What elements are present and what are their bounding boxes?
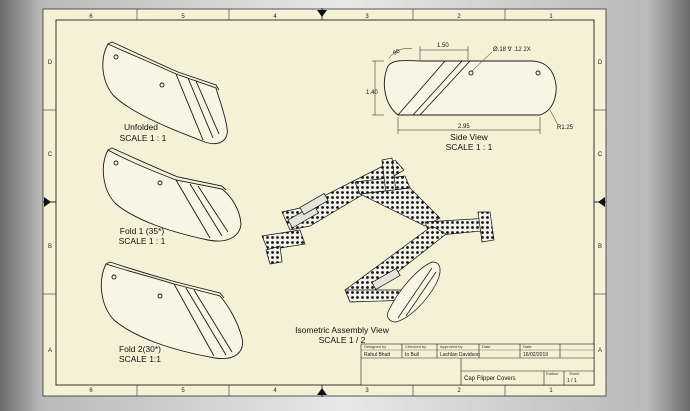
unfolded-title: Unfolded	[124, 122, 158, 132]
zone-labels-left: D C B A	[48, 60, 53, 354]
side-view-scale: SCALE 1 : 1	[446, 142, 493, 152]
tb-sheet-label: Sheet	[569, 371, 580, 376]
dim-radius: R1.25	[557, 125, 574, 131]
zone-col-1-bottom: 1	[549, 388, 553, 394]
zone-row-c: C	[48, 152, 53, 158]
tb-checked-by-label: Checked by	[405, 344, 426, 349]
side-view-part	[383, 60, 557, 116]
zone-row-a: A	[48, 348, 52, 354]
tb-sheet: 1 / 1	[567, 378, 577, 384]
iso-beam-left	[261, 229, 306, 251]
zone-row-b-right: B	[598, 244, 602, 250]
tb-date-label-1: Date	[482, 344, 491, 349]
zone-row-a-right: A	[598, 348, 602, 354]
iso-title: Isometric Assembly View	[295, 325, 390, 335]
zone-col-4: 4	[273, 14, 277, 20]
zone-labels-top: 6 5 4 3 2 1	[89, 14, 553, 20]
tb-drawing-title: Cap Flipper Covers	[464, 376, 516, 382]
zone-col-1: 1	[549, 14, 553, 20]
tb-date-label-2: Date	[523, 344, 532, 349]
centering-marks	[43, 8, 606, 397]
zone-col-2-bottom: 2	[457, 388, 461, 394]
zone-labels-bottom: 6 5 4 3 2 1	[89, 388, 553, 394]
dim-length: 2.95	[458, 124, 470, 130]
zone-col-6-bottom: 6	[89, 388, 93, 394]
iso-post-right	[477, 211, 495, 243]
side-view-dimensions	[372, 46, 559, 134]
unfolded-scale: SCALE 1 : 1	[120, 133, 167, 143]
zone-labels-right: D C B A	[598, 60, 603, 354]
tb-approved-by-label: Approved by	[440, 344, 462, 349]
iso-beam-diagonal	[358, 187, 441, 227]
fold1-part	[102, 147, 242, 242]
dim-hole: Ø.18 ∇ .12 2X	[493, 46, 531, 53]
tb-checked-by: Io Bull	[405, 352, 419, 358]
fold2-scale: SCALE 1:1	[119, 354, 161, 364]
dim-width-top: 1.50	[437, 43, 449, 49]
iso-scale: SCALE 1 / 2	[319, 335, 366, 345]
zone-row-c-right: C	[598, 152, 603, 158]
zone-col-3-bottom: 3	[365, 388, 369, 394]
unfolded-part	[102, 41, 228, 145]
side-view-title: Side View	[450, 132, 489, 142]
zone-row-d-right: D	[598, 60, 603, 66]
dim-angle: 90	[392, 48, 401, 57]
iso-cover	[387, 261, 441, 323]
isometric-assembly	[261, 157, 495, 323]
tb-approved-by: Lachlan Davidson	[440, 352, 480, 358]
fold1-title: Fold 1 (35*)	[120, 226, 165, 236]
zone-col-3: 3	[365, 14, 369, 20]
title-block	[360, 343, 595, 386]
iso-standoff-2	[299, 193, 329, 215]
tb-designed-by: Rahul Bhatt	[364, 352, 391, 358]
zone-row-d: D	[48, 60, 53, 66]
dim-height: 1.40	[366, 90, 378, 96]
zone-col-2: 2	[457, 14, 461, 20]
fold2-title: Fold 2(30*)	[119, 344, 161, 354]
iso-standoff-3	[371, 268, 401, 290]
zone-col-5-bottom: 5	[181, 388, 185, 394]
fold2-part	[100, 261, 243, 360]
zone-row-b: B	[48, 244, 52, 250]
tb-designed-by-label: Designed by	[364, 344, 386, 349]
tb-date: 16/02/2019	[523, 352, 548, 358]
fold1-scale: SCALE 1 : 1	[119, 236, 166, 246]
zone-col-4-bottom: 4	[273, 388, 277, 394]
zone-col-5: 5	[181, 14, 185, 20]
iso-bracket-left	[265, 245, 283, 265]
inner-frame	[55, 19, 595, 386]
zone-col-6: 6	[89, 14, 93, 20]
tb-edition-label: Edition	[546, 371, 558, 376]
